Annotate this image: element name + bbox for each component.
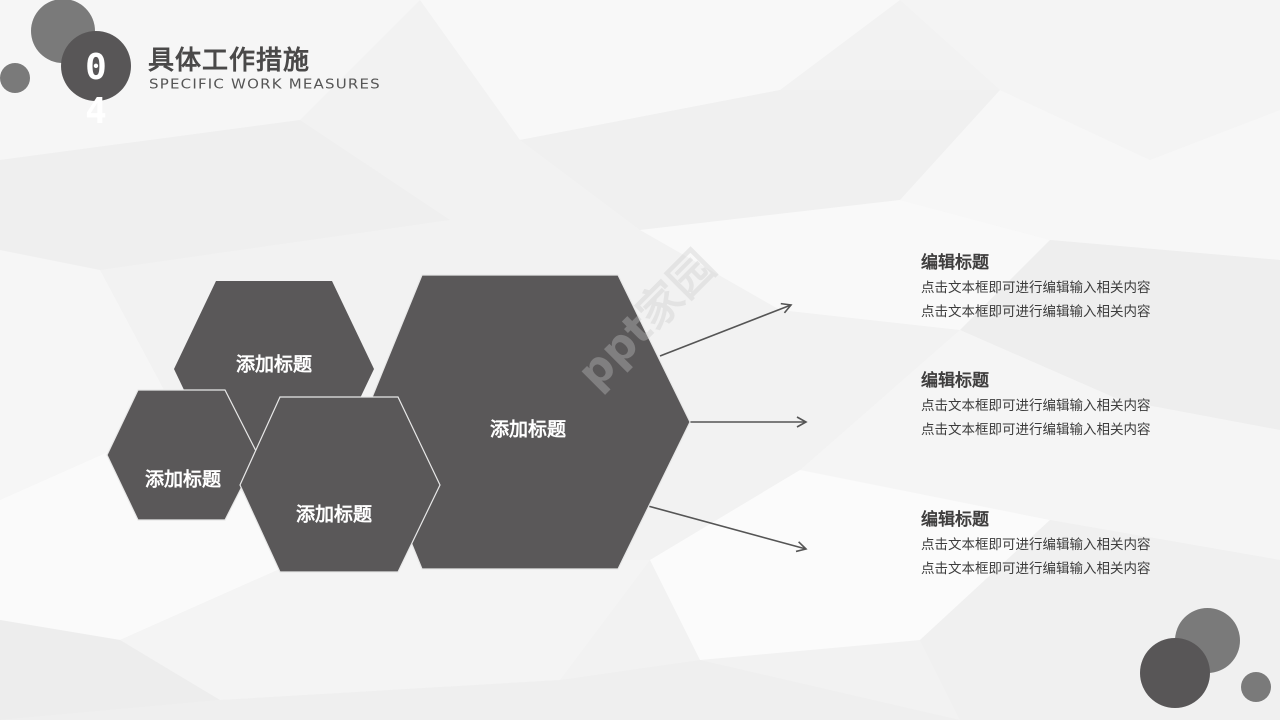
text-item-1[interactable]: 编辑标题 点击文本框即可进行编辑输入相关内容点击文本框即可进行编辑输入相关内容 [921, 251, 1171, 324]
decor-circle-br-dark [1140, 638, 1210, 708]
hexagon-bottom-middle-label: 添加标题 [295, 503, 373, 526]
hexagon-small-left-label: 添加标题 [144, 468, 222, 491]
item-title: 编辑标题 [921, 371, 989, 391]
decor-circle-br-small [1241, 672, 1271, 702]
section-number: 04 [85, 47, 107, 132]
decor-circle-small [0, 63, 30, 93]
page-title: 具体工作措施 [148, 46, 311, 76]
item-text: 点击文本框即可进行编辑输入相关内容点击文本框即可进行编辑输入相关内容 [921, 537, 1151, 577]
arrow-to-item-1 [659, 302, 793, 357]
item-text: 点击文本框即可进行编辑输入相关内容点击文本框即可进行编辑输入相关内容 [921, 398, 1151, 438]
text-item-3[interactable]: 编辑标题 点击文本框即可进行编辑输入相关内容点击文本框即可进行编辑输入相关内容 [921, 508, 1171, 581]
hexagon-small-left[interactable] [106, 389, 259, 521]
arrow-to-item-3 [647, 505, 808, 553]
item-title: 编辑标题 [921, 253, 989, 273]
item-text: 点击文本框即可进行编辑输入相关内容点击文本框即可进行编辑输入相关内容 [921, 280, 1151, 320]
hexagon-bottom-middle[interactable] [239, 396, 441, 573]
page-subtitle: SPECIFIC WORK MEASURES [149, 76, 381, 93]
item-title: 编辑标题 [921, 510, 989, 530]
hexagon-large-center-label: 添加标题 [489, 418, 567, 441]
section-number-badge [61, 31, 131, 101]
hexagon-top-left-label: 添加标题 [235, 353, 313, 376]
text-item-2[interactable]: 编辑标题 点击文本框即可进行编辑输入相关内容点击文本框即可进行编辑输入相关内容 [921, 369, 1171, 442]
